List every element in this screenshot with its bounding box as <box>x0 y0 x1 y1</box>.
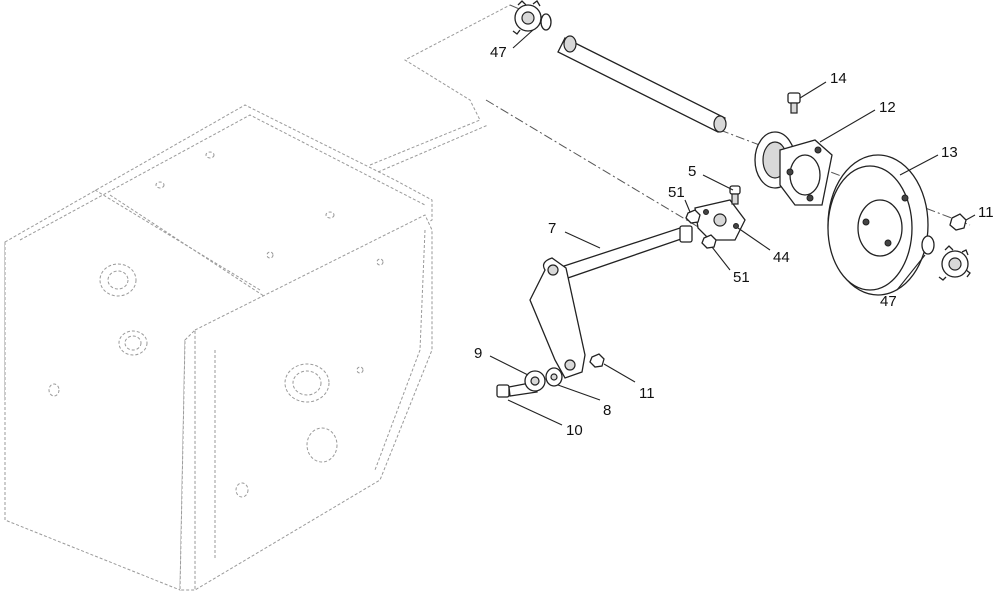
callout-11-right: 11 <box>978 204 994 221</box>
bolt-5 <box>729 185 741 205</box>
callout-51-upper: 51 <box>668 184 685 201</box>
callout-47-right: 47 <box>880 293 897 310</box>
callout-7: 7 <box>548 220 556 237</box>
callout-10: 10 <box>566 422 583 439</box>
idler-arm <box>529 225 693 379</box>
callout-12: 12 <box>879 99 896 116</box>
callout-47-top: 47 <box>490 44 507 61</box>
housing-frame <box>4 4 511 591</box>
spacer-9 <box>524 370 546 392</box>
callout-labels: 47 14 12 13 11 5 51 7 44 51 47 9 11 8 10 <box>474 44 994 439</box>
callout-11-lower: 11 <box>639 385 655 402</box>
callout-8: 8 <box>603 402 611 419</box>
nut-11-right <box>949 213 967 231</box>
callout-9: 9 <box>474 345 482 362</box>
callout-14: 14 <box>830 70 847 87</box>
washer-top <box>540 13 552 31</box>
nut-11-lower <box>589 353 605 368</box>
washer-right <box>921 235 935 255</box>
leader-lines <box>489 29 976 426</box>
callout-13: 13 <box>941 144 958 161</box>
callout-44: 44 <box>773 249 790 266</box>
callout-5: 5 <box>688 163 696 180</box>
pivot-bracket <box>694 199 746 241</box>
bushing-8 <box>545 367 563 387</box>
nut-51-lower <box>701 234 717 249</box>
drive-pulley-large <box>827 154 929 296</box>
bolt-14 <box>787 92 801 114</box>
shaft <box>557 35 727 133</box>
nut-51-upper <box>685 209 701 224</box>
sprocket-right <box>938 245 971 281</box>
sprocket-top <box>512 0 552 35</box>
callout-51-lower: 51 <box>733 269 750 286</box>
flange-bearing <box>779 139 833 206</box>
